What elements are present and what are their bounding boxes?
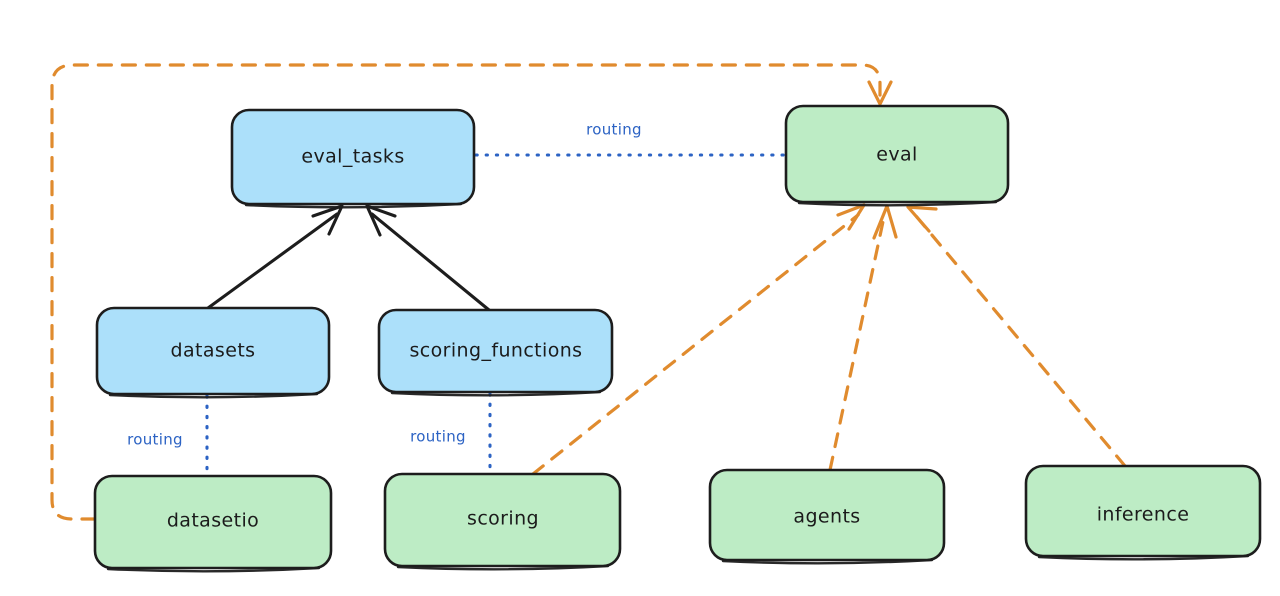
node-scoring-functions[interactable]: scoring_functions	[377, 308, 614, 397]
node-eval[interactable]: eval	[784, 104, 1010, 207]
node-inference-sketch-underline	[1037, 554, 1250, 561]
node-datasets-shape	[95, 306, 331, 396]
node-datasetio-label: datasetio	[167, 510, 259, 532]
node-eval-tasks-shape	[230, 108, 476, 206]
node-eval-tasks[interactable]: eval_tasks	[230, 108, 476, 209]
edge-scoring-to-eval	[531, 213, 860, 476]
node-datasetio[interactable]: datasetio	[93, 474, 333, 573]
edge-label-routing-datasets: routing	[127, 431, 183, 449]
edge-label-group: routing routing routing	[127, 121, 642, 449]
node-scoring-sketch-underline	[396, 564, 610, 571]
node-datasetio-shape	[93, 474, 333, 570]
node-eval-shape	[784, 104, 1010, 204]
edge-scoring-functions-to-eval-tasks	[370, 212, 491, 312]
node-agents-shape	[708, 468, 946, 562]
node-eval-tasks-label: eval_tasks	[301, 146, 404, 168]
node-agents-sketch-underline	[721, 558, 934, 565]
node-agents-label: agents	[793, 506, 860, 528]
arrowhead-datasetio-to-eval	[867, 80, 893, 106]
arrowhead-inference-to-eval	[906, 205, 938, 233]
node-datasets[interactable]: datasets	[95, 306, 331, 399]
node-inference[interactable]: inference	[1024, 464, 1262, 561]
arrowhead-agents-to-eval	[872, 204, 898, 240]
edge-label-routing-eval-tasks: routing	[586, 121, 642, 139]
node-agents[interactable]: agents	[708, 468, 946, 565]
edge-agents-to-eval	[828, 215, 886, 472]
node-inference-label: inference	[1097, 504, 1190, 526]
edge-datasetio-to-eval	[50, 63, 882, 521]
node-datasetio-sketch-underline	[106, 566, 321, 573]
edge-inference-to-eval	[914, 214, 1127, 468]
node-scoring-functions-label: scoring_functions	[410, 340, 583, 362]
node-eval-tasks-sketch-underline	[244, 202, 463, 209]
node-scoring-functions-shape	[377, 308, 614, 394]
node-inference-shape	[1024, 464, 1262, 558]
edge-group-routing	[205, 153, 786, 476]
node-scoring-functions-sketch-underline	[390, 390, 602, 397]
node-eval-label: eval	[876, 144, 917, 166]
arrowhead-datasets-to-eval-tasks	[311, 204, 344, 236]
node-datasets-sketch-underline	[108, 392, 319, 399]
node-scoring-shape	[383, 472, 622, 568]
node-scoring-label: scoring	[467, 508, 539, 530]
node-eval-sketch-underline	[797, 200, 998, 207]
edge-group-composition	[206, 204, 491, 312]
edge-label-routing-scoring-functions: routing	[410, 428, 466, 446]
arrowhead-scoring-to-eval	[836, 203, 866, 231]
edge-datasets-to-eval-tasks	[206, 212, 339, 310]
node-scoring[interactable]: scoring	[383, 472, 622, 571]
node-datasets-label: datasets	[171, 340, 256, 362]
